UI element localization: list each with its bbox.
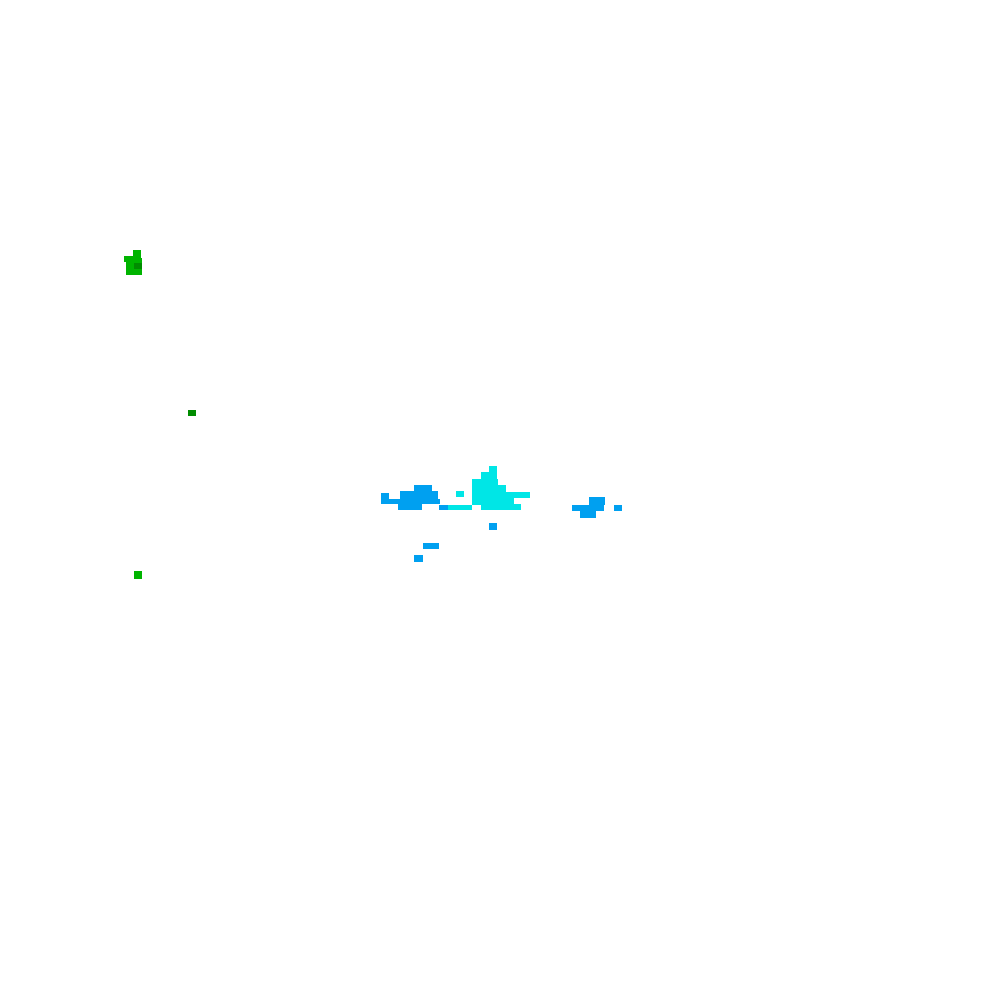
blue-cell — [381, 493, 389, 499]
cyan-cell — [472, 485, 506, 493]
blue-cell — [423, 543, 439, 549]
blue-cell — [400, 491, 438, 499]
cyan-cell — [448, 505, 472, 510]
cyan-cells-layer — [448, 466, 530, 510]
blue-cell — [398, 499, 440, 504]
blue-cell — [439, 505, 449, 510]
blue-cell — [614, 505, 622, 511]
cyan-cell — [472, 492, 530, 498]
blue-cell — [589, 497, 605, 505]
cyan-cell — [481, 504, 521, 510]
blue-cell — [414, 555, 423, 562]
cyan-cell — [472, 498, 514, 505]
blue-cell — [398, 504, 422, 510]
green-cell — [134, 571, 142, 579]
green-cell — [133, 250, 141, 258]
dark-green-cell — [134, 263, 142, 269]
dark-green-cells-layer — [134, 263, 196, 416]
cyan-cell — [472, 479, 498, 487]
cyan-cell — [489, 466, 497, 474]
blue-cell — [572, 505, 604, 511]
blue-cell — [414, 485, 432, 493]
blue-cells-layer — [381, 485, 622, 562]
blue-cell — [489, 523, 497, 530]
blue-cell — [381, 499, 401, 504]
blue-cell — [580, 510, 596, 518]
cyan-cell — [481, 472, 497, 480]
dark-green-cell — [188, 410, 196, 416]
cyan-cell — [456, 491, 464, 497]
